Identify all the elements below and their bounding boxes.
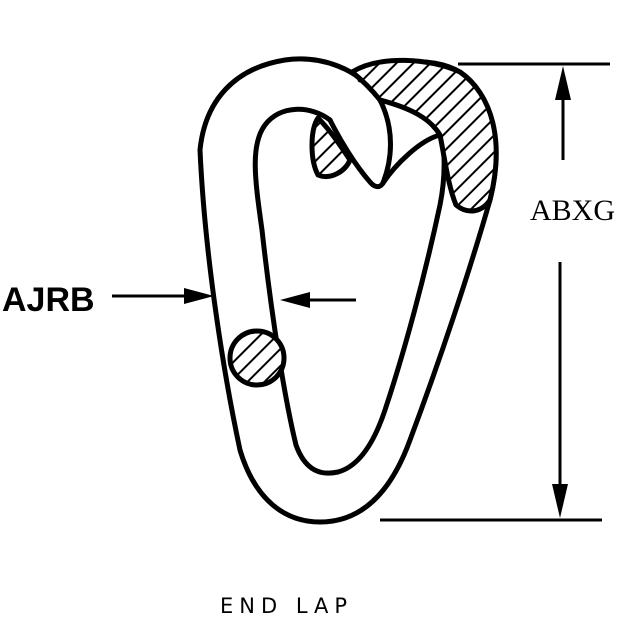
ajrb-arrowhead-right <box>280 292 310 308</box>
abxg-label: ABXG <box>530 194 615 227</box>
hatched-section-top <box>349 57 499 214</box>
hatched-section-leg <box>227 328 287 388</box>
hook-tip <box>327 117 386 190</box>
hatched-section-hook <box>309 115 353 179</box>
ajrb-arrowhead-left <box>184 288 214 304</box>
ajrb-label: AJRB <box>2 281 95 319</box>
caption-end-lap: END LAP <box>220 594 353 618</box>
abxg-arrowhead-top <box>555 66 571 100</box>
abxg-arrowhead-bottom <box>552 484 568 518</box>
